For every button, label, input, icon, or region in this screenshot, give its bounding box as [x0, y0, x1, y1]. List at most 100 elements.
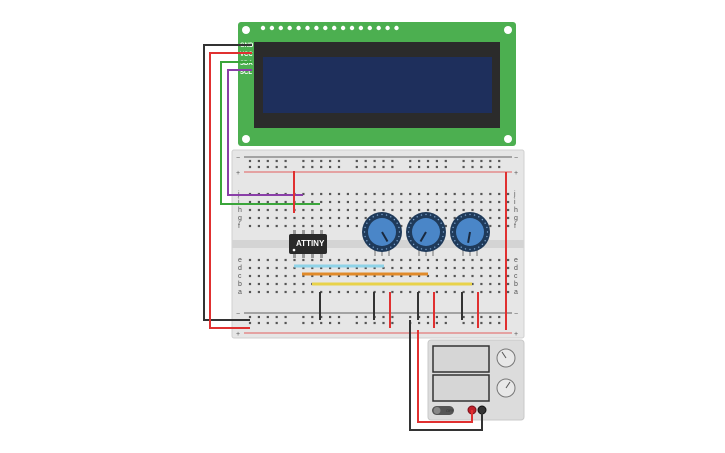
- potentiometer-tick: [396, 222, 398, 224]
- breadboard-hole: [302, 274, 305, 278]
- breadboard-hole: [364, 208, 367, 212]
- rail-hole: [498, 321, 501, 325]
- wire-supply-red[interactable]: [417, 330, 473, 423]
- attiny-chip[interactable]: ATTINY: [289, 230, 327, 258]
- potentiometer-tick: [481, 218, 484, 221]
- breadboard-hole: [320, 274, 323, 278]
- breadboard-hole: [498, 208, 501, 212]
- breadboard-hole: [329, 258, 332, 262]
- rail-hole: [248, 321, 252, 325]
- wire-vcc-red[interactable]: [209, 52, 252, 329]
- breadboard-hole: [462, 266, 465, 270]
- wire-scl-purple[interactable]: [227, 69, 303, 196]
- breadboard-hole: [275, 274, 278, 278]
- power-wires: [409, 320, 483, 431]
- breadboard-hole: [329, 192, 332, 196]
- potentiometer-tick: [454, 222, 456, 224]
- lcd-header-pin: [367, 25, 372, 31]
- potentiometer[interactable]: [362, 212, 402, 256]
- breadboard-hole: [355, 200, 358, 204]
- breadboard-hole: [346, 200, 349, 204]
- breadboard-hole: [275, 266, 278, 270]
- breadboard-hole: [284, 200, 287, 204]
- potentiometer-tick: [376, 214, 379, 216]
- breadboard-hole: [248, 200, 252, 204]
- rail-hole: [373, 165, 376, 169]
- breadboard-hole: [418, 208, 421, 212]
- potentiometer-tick: [372, 246, 374, 248]
- breadboard-hole: [435, 290, 438, 294]
- wire-sda-green[interactable]: [220, 61, 320, 205]
- breadboard-hole: [400, 216, 403, 220]
- breadboard-hole: [400, 258, 403, 262]
- rail-hole: [471, 165, 474, 169]
- rail-hole: [435, 315, 438, 319]
- bottom-rail-plus-label-right: +: [514, 331, 518, 338]
- breadboard-hole: [382, 258, 385, 262]
- breadboard-hole: [471, 200, 474, 204]
- potentiometer-tick: [429, 248, 432, 250]
- breadboard-hole: [337, 258, 341, 262]
- rail-hole: [409, 165, 412, 169]
- rail-hole: [382, 321, 385, 325]
- breadboard-hole: [257, 224, 260, 228]
- rail-hole: [311, 315, 314, 319]
- breadboard-hole: [489, 258, 492, 262]
- rail-hole: [471, 315, 474, 319]
- potentiometer-tick: [390, 216, 392, 218]
- breadboard-hole: [435, 258, 438, 262]
- rail-hole: [284, 315, 287, 319]
- breadboard-hole: [284, 216, 287, 220]
- potentiometer-tick: [420, 248, 423, 250]
- breadboard-hole: [355, 258, 358, 262]
- breadboard-hole: [507, 224, 510, 228]
- breadboard-hole: [480, 200, 483, 204]
- potentiometer-tick: [473, 248, 476, 250]
- breadboard-hole: [266, 282, 269, 286]
- breadboard-hole: [346, 224, 349, 228]
- breadboard-hole: [409, 258, 412, 262]
- breadboard-hole: [355, 192, 358, 196]
- power-supply[interactable]: OFF: [427, 339, 525, 421]
- rail-hole: [409, 315, 412, 319]
- breadboard-hole: [462, 192, 465, 196]
- breadboard-hole: [311, 224, 314, 228]
- potentiometer-tick: [484, 240, 486, 242]
- rail-hole: [418, 165, 421, 169]
- lcd-module[interactable]: GND VCC SDA SCL: [238, 22, 516, 146]
- chip-pin: [320, 230, 323, 234]
- potentiometer-tick: [460, 246, 462, 248]
- lcd-header-pin: [296, 25, 301, 31]
- breadboard-hole: [426, 266, 430, 270]
- lcd-pin-sda-label: SDA: [240, 61, 253, 67]
- potentiometer[interactable]: [406, 212, 446, 256]
- breadboard-hole: [453, 216, 456, 220]
- rail-hole: [409, 159, 412, 163]
- breadboard-hole: [453, 258, 456, 262]
- breadboard-hole: [471, 282, 474, 286]
- bottom-rail-plus-label: +: [236, 331, 240, 338]
- breadboard-hole: [426, 192, 430, 196]
- row-letter: a: [514, 289, 518, 296]
- rail-hole: [426, 315, 430, 319]
- breadboard-hole: [248, 266, 252, 270]
- breadboard-hole: [489, 192, 492, 196]
- breadboard-hole: [409, 274, 412, 278]
- breadboard-hole: [409, 290, 412, 294]
- breadboard-hole: [364, 266, 367, 270]
- rail-hole: [266, 165, 269, 169]
- breadboard-hole: [364, 192, 367, 196]
- row-letter: a: [238, 289, 242, 296]
- breadboard-hole: [311, 208, 314, 212]
- wire-gnd-black[interactable]: [203, 44, 252, 321]
- wire-supply-black[interactable]: [409, 320, 483, 431]
- breadboard-hole: [346, 208, 349, 212]
- breadboard-hole: [346, 258, 349, 262]
- rail-hole: [257, 165, 260, 169]
- breadboard-hole: [257, 208, 260, 212]
- breadboard-hole: [444, 274, 447, 278]
- potentiometer[interactable]: [450, 212, 490, 256]
- breadboard-hole: [257, 216, 260, 220]
- potentiometer-tick: [429, 214, 432, 216]
- chip-pin1-dot: [292, 248, 296, 252]
